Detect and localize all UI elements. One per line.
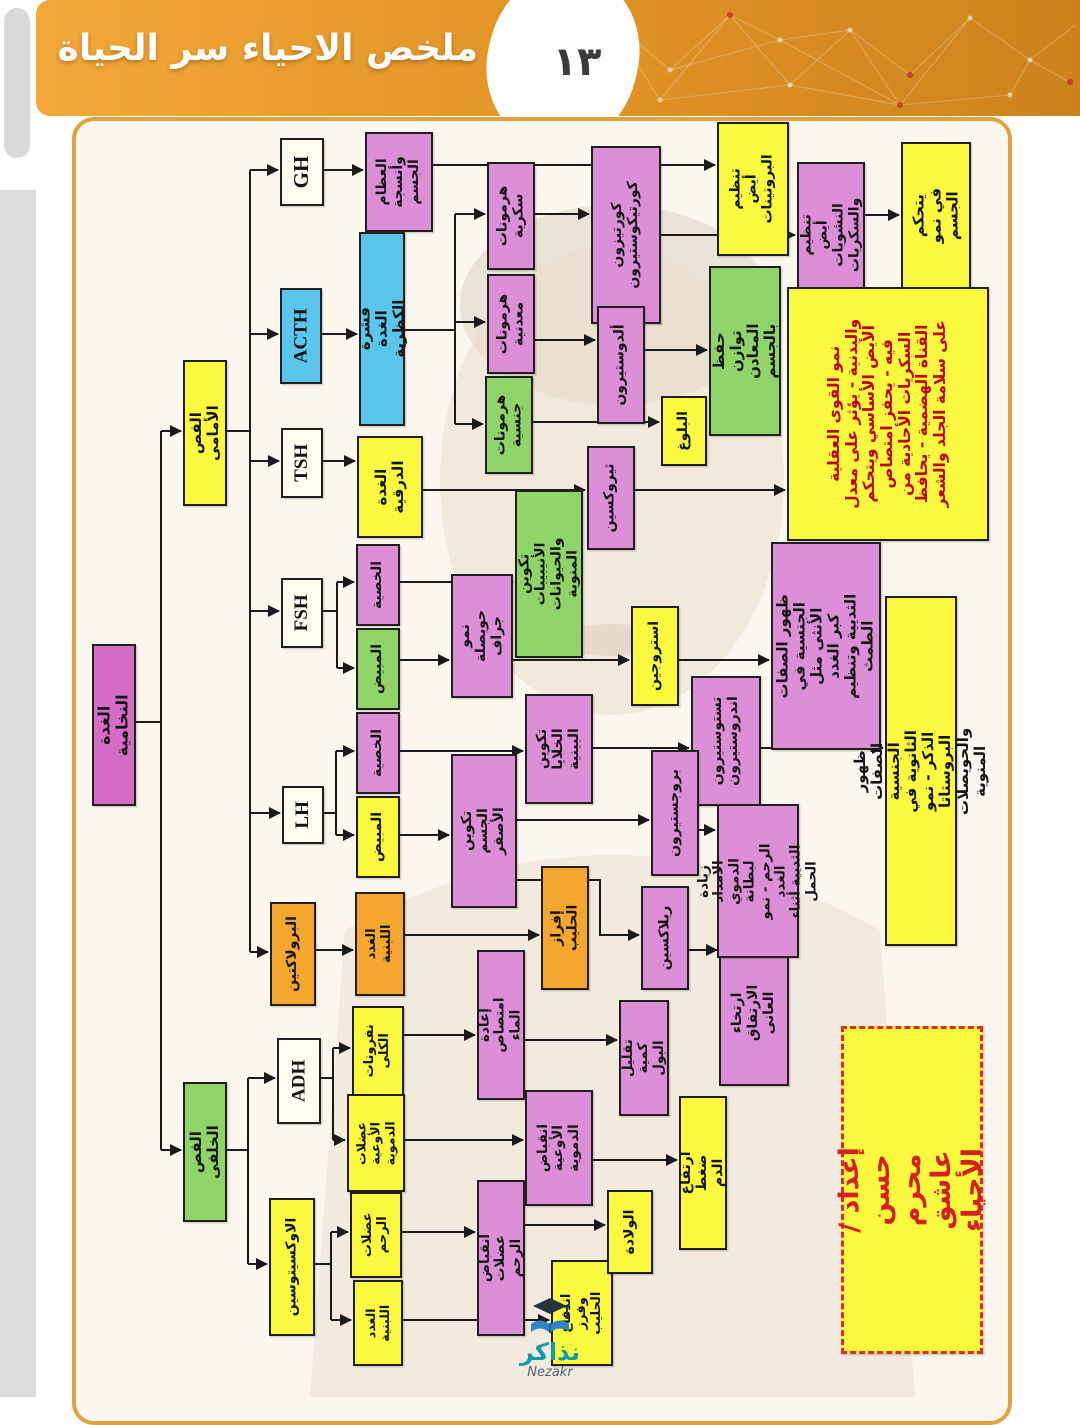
page-number: ١٣ [552, 39, 602, 85]
node-kidney-nephrons: نفرونات الكلى [352, 1006, 404, 1096]
node-sex-hormones: هرمونات جنسية [485, 376, 533, 474]
node-water-reabsorption: إعادة امتصاص الماء [477, 950, 525, 1100]
node-mammary-oxytocin: الغدد اللبنية [353, 1280, 403, 1366]
node-carb-metabolism: تنظيم أيض النشويات والسكريات [797, 162, 865, 308]
node-thyroid-gland: الغدة الدرقية [357, 436, 423, 538]
node-corpus-luteum: تكوين الجسم الأصفر [451, 754, 517, 908]
node-graafian-follicle: نمو حويصلة جراف [451, 574, 513, 698]
node-progesterone: بروجستيرون [651, 750, 699, 876]
node-estrogen: استروجين [631, 606, 679, 706]
node-anterior-lobe: الفص الأمامى [183, 360, 227, 506]
node-testis-lh: الخصية [356, 712, 400, 794]
node-posterior-lobe: الفص الخلفى [183, 1082, 227, 1222]
node-blood-pressure: ارتفاع ضغط الدم [678, 1096, 727, 1250]
network-pattern-decoration [607, 12, 1076, 108]
node-acth: ACTH [280, 288, 322, 384]
node-prolactin: البرولاكتين [270, 902, 316, 1006]
node-protein-metabolism: تنظيم أيض البروتينات [717, 122, 789, 256]
node-uterus-muscles: عضلات الرحم [350, 1192, 402, 1278]
node-adh: ADH [277, 1038, 321, 1124]
book-graduation-icon [531, 1298, 569, 1333]
node-cortisone: كورتيزون كورتيكوستيرون [591, 146, 661, 324]
node-interstitial-cells: تكوين الخلايا البينية [525, 694, 593, 804]
node-bones-tissues: العظام وأنسجة الجسم [365, 132, 433, 232]
node-relaxin: ريلاكسين [641, 886, 689, 990]
adjacent-page-strip [0, 0, 36, 1397]
node-growth-control: يتحكم في نمو الجسم [901, 142, 971, 290]
node-vessel-muscles: عضلات الأوعية الدموية [347, 1094, 405, 1192]
node-vessel-contraction: انقباض الأوعية الدموية [525, 1090, 593, 1206]
node-milk-secretion: إفراز الحليب [541, 866, 589, 990]
node-pituitary: الغدة النخامية [92, 644, 136, 806]
node-uterine-supply: زيادة الامداد الدموي لبطانة الرحم - نمو … [696, 804, 819, 958]
header-banner: ملخص الاحياء سر الحياة ١٣ [36, 0, 1080, 116]
node-mineral-balance: حفظ توازن المعادن بالجسم [709, 266, 781, 436]
logo-arabic: نذاكر [520, 1338, 580, 1366]
node-male-traits: ظهور الصفات الجنسية الثانوية في الذكر - … [852, 596, 989, 946]
nezakr-logo: نذاكر Nezakr [478, 1296, 622, 1380]
node-lh: LH [282, 786, 324, 844]
node-sperm-tubules: تكوين الأنيبيبات والحيوانات المنوية [515, 490, 583, 658]
logo-latin: Nezakr [527, 1365, 573, 1381]
node-aldosterone: ألدوستيرون [597, 306, 645, 424]
node-puberty: البلوغ [661, 396, 707, 466]
node-mineral-hormones: هرمونات معدنية [487, 274, 535, 374]
node-thyroxine: ثيروكسين [587, 446, 635, 550]
node-oxytocin: الاوكسيتوسين [269, 1198, 315, 1336]
node-thyroxine-effects: نمو القوى العقلية والبدنية - يؤثر على مع… [787, 287, 989, 541]
node-tsh: TSH [281, 428, 323, 498]
page-title: ملخص الاحياء سر الحياة [57, 28, 478, 69]
node-pubic-relaxation: ارتخاء الارتفاق العانى [719, 940, 789, 1086]
node-mammary-prolactin: الغدد اللبنية [355, 892, 405, 996]
node-sugar-hormones: هرمونات سكرية [487, 162, 535, 270]
node-adrenal-cortex: قشرة الغدة الكظرية [355, 232, 408, 426]
node-female-traits: ظهور الصفات الجنسية في الأنثى مثل كبر ال… [771, 542, 881, 750]
node-credit: إعداد / حسن محرم عاشق الأحياء [834, 1026, 988, 1354]
node-testosterone: تستوستيرون اندروستيرون [691, 676, 761, 806]
adjacent-page-edge [0, 190, 36, 1397]
node-urine-reduction: تقليل كمية البول [619, 1000, 669, 1116]
node-birth: الولادة [607, 1190, 653, 1274]
node-ovary-fsh: المبيض [356, 628, 400, 710]
node-testis-fsh: الخصية [356, 544, 400, 626]
adjacent-page-tab [4, 8, 30, 158]
node-ovary-lh: المبيض [356, 796, 400, 878]
node-fsh: FSH [281, 578, 323, 648]
node-gh: GH [280, 138, 324, 206]
